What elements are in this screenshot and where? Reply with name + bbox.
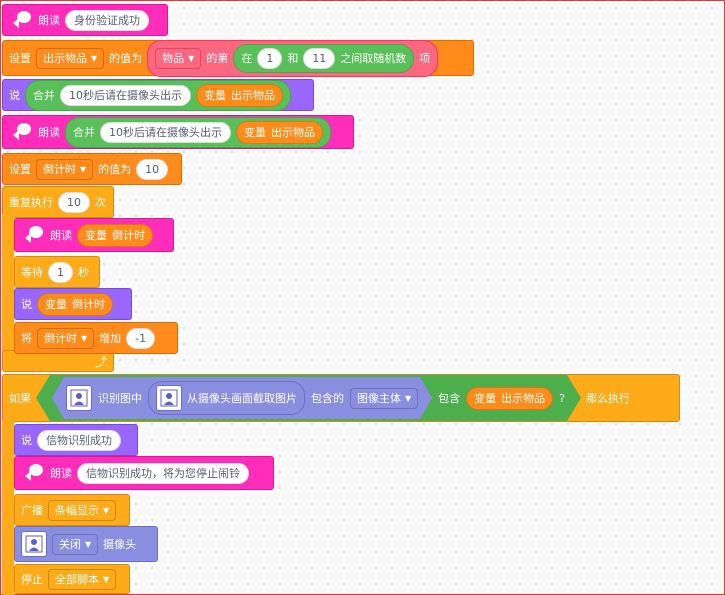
person-image-icon [66,385,92,411]
recognize-label: 识别图中 [98,392,142,405]
say-count-block[interactable]: 说 变量倒计时 [14,288,132,320]
say-text-input[interactable]: 信物识别成功 [37,429,121,451]
repeat-label: 重复执行 [9,196,53,209]
message-dropdown[interactable]: 条幅显示▼ [48,499,117,521]
speak-join-block[interactable]: 朗读 合并 10秒后请在摄像头出示 变量出示物品 [2,115,354,149]
if-arm [2,420,14,595]
join-label: 合并 [33,88,55,102]
contains-of-label: 包含的 [311,392,344,405]
random-reporter[interactable]: 在 1 和 11 之间取随机数 [233,43,415,73]
speak-text-input[interactable]: 身份验证成功 [65,9,149,31]
chevron-down-icon: ▼ [80,164,87,174]
change-value-input[interactable]: -1 [126,327,156,349]
speak-count-block[interactable]: 朗读 变量倒计时 [14,218,174,252]
speak-label: 朗读 [38,14,60,27]
item-label: 项 [419,51,431,65]
and-label: 和 [287,51,299,65]
change-block[interactable]: 将 倒计时▼ 增加 -1 [14,322,178,354]
if-label: 如果 [9,392,31,405]
wait-label: 等待 [21,266,43,279]
stop-label: 停止 [21,573,43,586]
speak-text-input[interactable]: 信物识别成功，将为您停止闹铃 [77,462,249,484]
change-label: 将 [21,332,32,345]
stop-block[interactable]: 停止 全部脚本▼ [14,564,130,594]
includes-label: 包含 [438,392,461,405]
if-block[interactable]: 如果 识别图中 从摄像头画面截取图片 包含的 图像主体▼ 包含 变量出示物品 ?… [2,374,680,422]
wait-unit-label: 秒 [78,266,89,279]
join-text-input[interactable]: 10秒后请在摄像头出示 [100,121,231,143]
say-ok-block[interactable]: 说 信物识别成功 [14,424,138,456]
chevron-down-icon: ▼ [81,333,88,343]
chevron-down-icon: ▼ [188,53,195,63]
loop-arrow-icon: ⤴ [94,354,107,369]
random-label: 之间取随机数 [340,51,407,65]
change-by-label: 增加 [99,332,122,345]
say-label: 说 [21,434,32,447]
var-reporter[interactable]: 变量倒计时 [77,223,153,247]
speaker-icon [9,120,33,144]
say-join-block[interactable]: 说 合并 10秒后请在摄像头出示 变量出示物品 [2,79,314,111]
repeat-unit-label: 次 [95,196,106,209]
in-label: 在 [241,51,253,65]
capture-label: 从摄像头画面截取图片 [187,391,297,405]
var-reporter[interactable]: 变量出示物品 [196,83,283,107]
capture-reporter[interactable]: 从摄像头画面截取图片 [148,381,305,415]
camera-label: 摄像头 [103,538,137,551]
join-reporter[interactable]: 合并 10秒后请在摄像头出示 变量出示物品 [25,79,291,111]
wait-value-input[interactable]: 1 [48,261,73,283]
set-count-block[interactable]: 设置 倒计时▼ 的值为 10 [2,153,182,185]
set-value-input[interactable]: 10 [136,158,169,180]
speak-ok-block[interactable]: 朗读 信物识别成功，将为您停止闹铃 [14,456,274,490]
chevron-down-icon: ▼ [85,539,92,549]
broadcast-label: 广播 [21,504,43,517]
list-dropdown[interactable]: 物品▼ [155,47,202,69]
speaker-icon [21,223,45,247]
set-item-block[interactable]: 设置 出示物品▼ 的值为 物品▼ 的第 在 1 和 11 之间取随机数 项 [2,39,474,77]
to-label: 的值为 [98,163,132,176]
list-item-reporter[interactable]: 物品▼ 的第 在 1 和 11 之间取随机数 项 [147,39,439,77]
person-image-icon [156,385,182,411]
set-label: 设置 [9,52,31,65]
speaker-icon [9,8,33,32]
wait-block[interactable]: 等待 1 秒 [14,256,100,288]
join-text-input[interactable]: 10秒后请在摄像头出示 [60,84,191,106]
var-dropdown[interactable]: 倒计时▼ [36,158,94,180]
join-reporter[interactable]: 合并 10秒后请在摄像头出示 变量出示物品 [65,116,331,148]
chevron-down-icon: ▼ [405,393,412,403]
to-label: 的值为 [109,52,143,65]
repeat-times-input[interactable]: 10 [58,191,90,213]
camera-block[interactable]: 关闭▼ 摄像头 [14,526,158,562]
speak-label: 朗读 [50,467,72,480]
var-reporter[interactable]: 变量出示物品 [466,387,553,410]
contains-condition[interactable]: 识别图中 从摄像头画面截取图片 包含的 图像主体▼ 包含 变量出示物品 ? [36,375,581,421]
person-image-icon [21,531,47,557]
repeat-block[interactable]: 重复执行 10 次 [2,186,114,218]
join-label: 合并 [73,125,95,139]
chevron-down-icon: ▼ [103,574,110,584]
random-to-input[interactable]: 11 [303,47,336,69]
camera-state-dropdown[interactable]: 关闭▼ [52,533,99,555]
say-label: 说 [21,298,32,311]
nth-label: 的第 [206,51,229,65]
speaker-icon [21,461,45,485]
chevron-down-icon: ▼ [91,53,98,63]
speak-label: 朗读 [38,126,60,139]
stop-option-dropdown[interactable]: 全部脚本▼ [48,568,117,590]
broadcast-block[interactable]: 广播 条幅显示▼ [14,494,130,526]
speak-block-1[interactable]: 朗读 身份验证成功 [2,4,168,36]
recognize-reporter[interactable]: 识别图中 从摄像头画面截取图片 包含的 图像主体▼ [52,377,432,419]
subject-dropdown[interactable]: 图像主体▼ [350,388,418,409]
then-label: 那么执行 [586,392,630,405]
var-dropdown[interactable]: 倒计时▼ [37,327,95,349]
var-dropdown[interactable]: 出示物品▼ [36,47,105,69]
set-label: 设置 [9,163,31,176]
repeat-arm [2,214,14,354]
say-label: 说 [9,89,20,102]
speak-label: 朗读 [50,229,72,242]
chevron-down-icon: ▼ [103,505,110,515]
var-reporter[interactable]: 变量倒计时 [37,292,113,316]
var-reporter[interactable]: 变量出示物品 [236,120,323,144]
random-from-input[interactable]: 1 [257,47,283,69]
question-label: ? [559,391,565,405]
